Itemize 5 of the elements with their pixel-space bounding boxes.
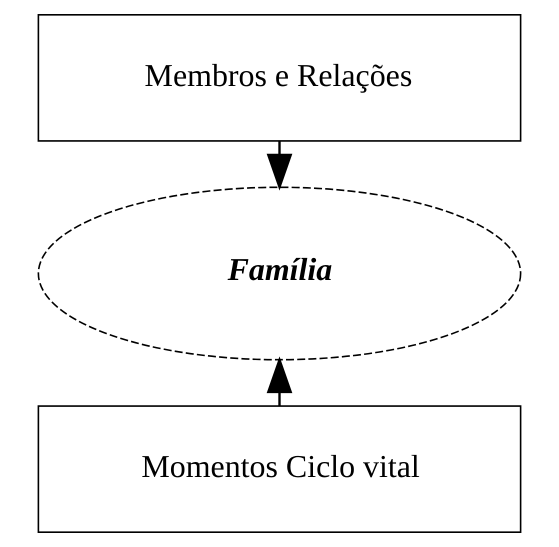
node-box: Momentos Ciclo vital [38, 405, 522, 533]
arrow [266, 356, 292, 406]
node-box: Membros e Relações [38, 14, 522, 142]
arrow [266, 141, 292, 191]
node-ellipse: Família [38, 186, 522, 361]
